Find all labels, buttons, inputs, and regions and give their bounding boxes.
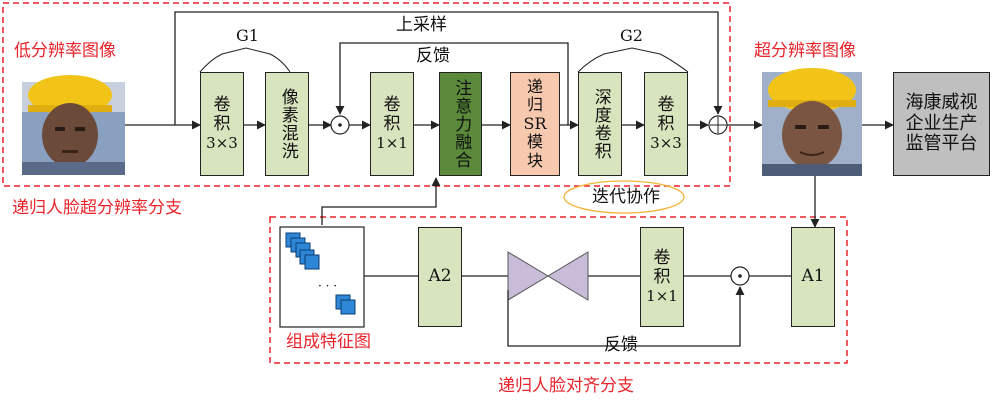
super-res-face xyxy=(762,68,862,176)
arrow-feature-attention xyxy=(321,177,441,225)
feature-map-tiles xyxy=(285,232,356,315)
deep-conv-block: 深度卷积 xyxy=(578,72,622,176)
attention-fusion-block: 注意力融合 xyxy=(439,72,482,176)
hourglass-block xyxy=(507,251,549,301)
sr-branch-border xyxy=(2,2,731,187)
feedback-bottom-label: 反馈 xyxy=(604,335,638,355)
feedback-top-path xyxy=(335,42,569,125)
g2-bracket xyxy=(577,47,689,73)
iterate-label: 迭代协作 xyxy=(592,187,660,207)
feature-map-label: 组成特征图 xyxy=(286,332,371,352)
feedback-bottom-path xyxy=(507,286,745,347)
upsample-label: 上采样 xyxy=(396,15,447,35)
feedback-top-label: 反馈 xyxy=(416,46,450,66)
a2-block: A2 xyxy=(418,227,462,327)
low-res-face xyxy=(22,75,125,175)
feature-dots: · · · xyxy=(318,279,338,293)
platform-block: 海康威视企业生产监管平台 xyxy=(893,72,990,176)
iterate-ellipse xyxy=(563,180,685,214)
a1-block: A1 xyxy=(791,227,835,327)
g1-label: G1 xyxy=(236,26,259,45)
low-res-label: 低分辨率图像 xyxy=(14,41,116,61)
super-res-label: 超分辨率图像 xyxy=(754,41,856,61)
g2-label: G2 xyxy=(620,26,643,45)
upsample-path xyxy=(174,11,723,125)
sr-branch-label: 递归人脸超分辨率分支 xyxy=(12,198,182,218)
pixel-shuffle-block: 像素混洗 xyxy=(265,72,309,176)
g1-bracket xyxy=(199,47,291,73)
align-branch-border xyxy=(269,216,848,364)
align-branch-label: 递归人脸对齐分支 xyxy=(498,376,634,396)
